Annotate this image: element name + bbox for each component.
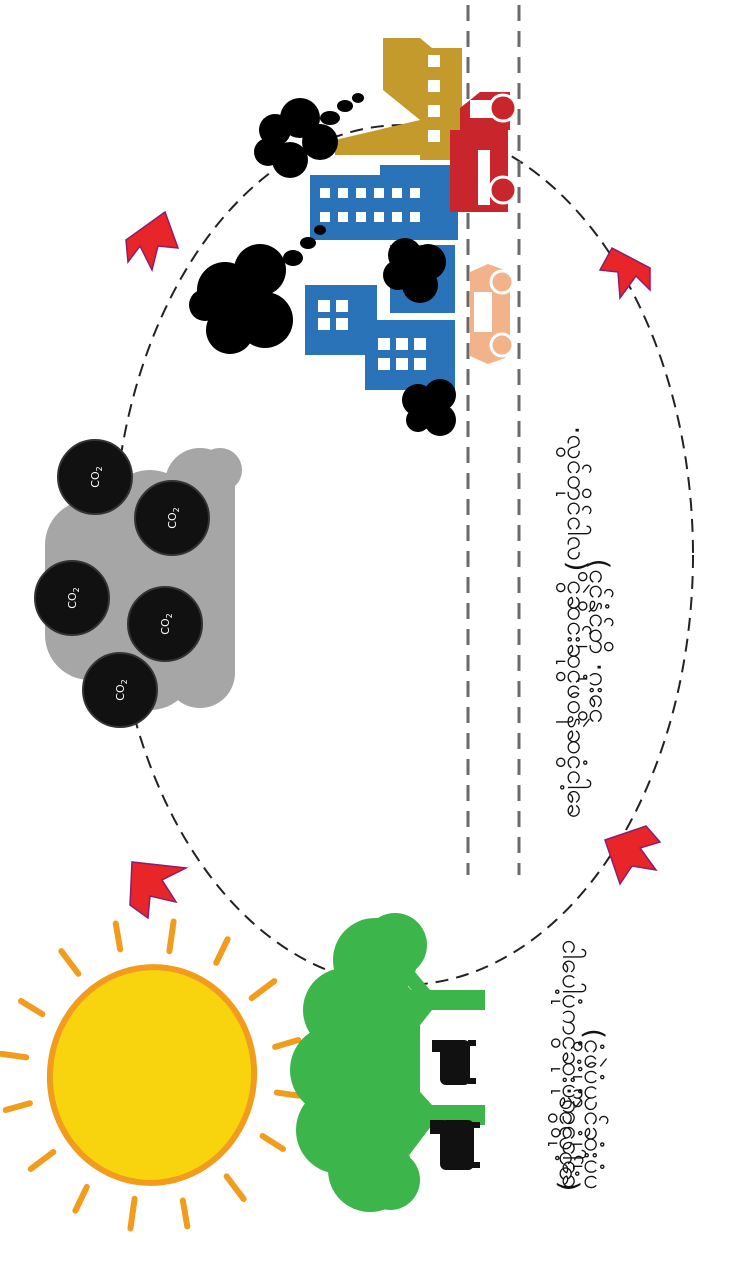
- co2-labels: CO2 CO2 CO2 CO2 CO2: [66, 466, 181, 700]
- co2-molecule-icon: [34, 439, 210, 728]
- svg-text:CO2: CO2: [114, 679, 129, 700]
- svg-text:CO2: CO2: [166, 507, 181, 528]
- factory-icon: [335, 38, 462, 160]
- urban-caption-line2: ·လွင်တိုင်ငါလ) ငွဲဆင်းဆုငွံဖ၀နဲဆငွံငါ့ခေ: [561, 425, 592, 819]
- building-icon: [305, 165, 458, 390]
- svg-text:CO2: CO2: [159, 613, 174, 634]
- cow-icon: [430, 1040, 480, 1170]
- smoke-icon: [189, 93, 456, 436]
- tree-icon: [290, 913, 485, 1212]
- cycle-arrow-icon: [125, 210, 662, 920]
- truck-icon: [450, 92, 518, 212]
- svg-text:CO2: CO2: [89, 466, 104, 487]
- forest-caption-line3: ငါပေါ့ပုံကငွံဆုံးပုံကငွံငါ့ခေ: [556, 939, 587, 1189]
- sun-icon: [0, 918, 302, 1232]
- svg-text:CO2: CO2: [66, 587, 81, 608]
- car-icon: [470, 264, 515, 364]
